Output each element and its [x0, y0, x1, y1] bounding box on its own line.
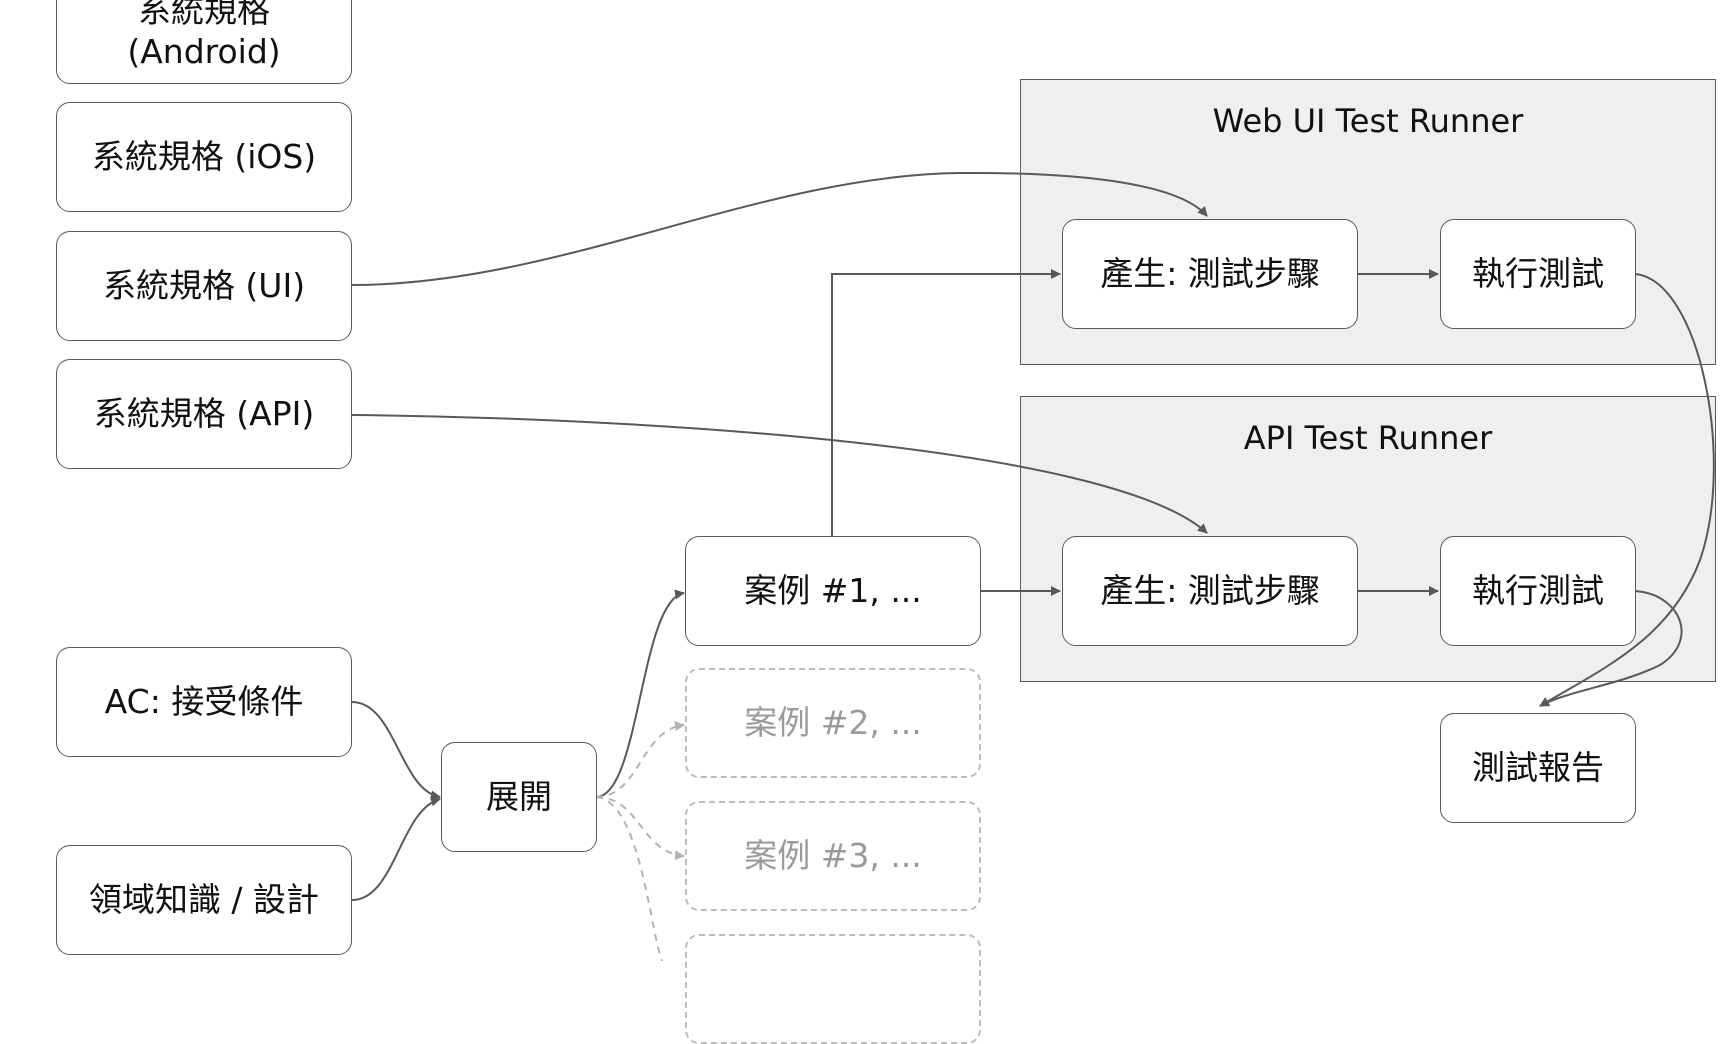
case-4-node	[685, 934, 981, 1044]
edge-api-execute-to-report	[1539, 590, 1683, 707]
edge-api-spec-to-api-generate	[351, 414, 1208, 534]
edge-ui-spec-to-web-generate	[351, 171, 1208, 286]
api-generate-steps-node: 產生: 測試步驟	[1062, 536, 1358, 646]
api-test-runner-title: API Test Runner	[1243, 419, 1493, 457]
domain-knowledge-node: 領域知識 / 設計	[56, 845, 352, 955]
case-1-node: 案例 #1, ...	[685, 536, 981, 646]
spec-api-node: 系統規格 (API)	[56, 359, 352, 469]
diagram-edges	[351, 171, 1715, 961]
api-execute-test-node: 執行測試	[1440, 536, 1636, 646]
web-execute-test-node: 執行測試	[1440, 219, 1636, 329]
web-ui-test-runner-title: Web UI Test Runner	[1212, 102, 1524, 140]
edge-case1-to-web-generate	[831, 269, 1061, 536]
spec-android-node: 系統規格 (Android)	[56, 0, 352, 84]
edge-expand-to-case2	[595, 721, 685, 798]
case-2-node: 案例 #2, ...	[685, 668, 981, 778]
spec-ios-node: 系統規格 (iOS)	[56, 102, 352, 212]
web-generate-steps-node: 產生: 測試步驟	[1062, 219, 1358, 329]
edge-web-execute-to-report	[1539, 273, 1715, 707]
edge-expand-to-case4	[595, 796, 663, 961]
acceptance-criteria-node: AC: 接受條件	[56, 647, 352, 757]
expand-node: 展開	[441, 742, 597, 852]
edge-ac-to-expand	[351, 701, 441, 801]
edge-domain-to-expand	[351, 796, 441, 901]
edge-expand-to-case3	[595, 796, 685, 861]
case-3-node: 案例 #3, ...	[685, 801, 981, 911]
test-report-node: 測試報告	[1440, 713, 1636, 823]
edge-expand-to-case1	[595, 589, 685, 798]
spec-ui-node: 系統規格 (UI)	[56, 231, 352, 341]
